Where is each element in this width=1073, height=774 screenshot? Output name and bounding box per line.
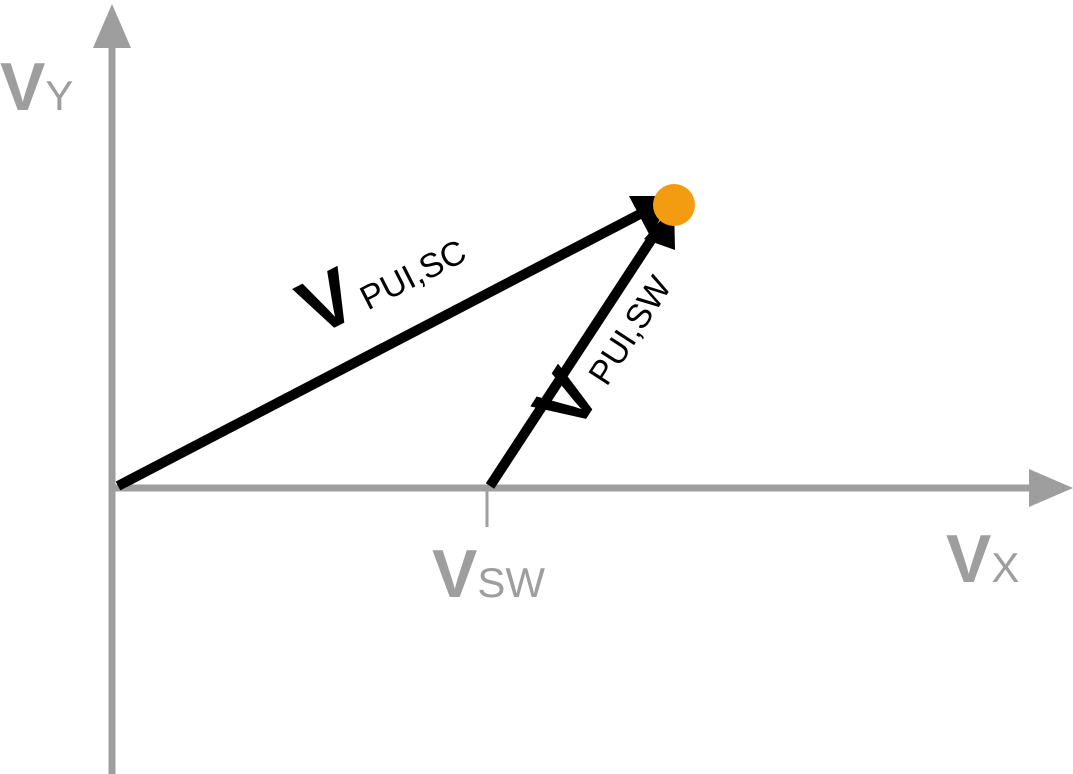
- vector-pui-sw-shaft: [485, 228, 662, 489]
- vector-pui-sc-label-main: V: [284, 250, 370, 352]
- x-axis-label: VX: [946, 521, 1019, 597]
- endpoint-dot: [653, 184, 695, 226]
- vector-pui-sc-label: VPUI,SC: [284, 196, 477, 352]
- x-axis-label-sub: X: [991, 544, 1019, 591]
- y-axis-label-sub: Y: [45, 72, 73, 119]
- x-axis-label-main: V: [946, 521, 991, 597]
- vsw-label-main: V: [432, 536, 477, 612]
- vsw-tick-label: VSW: [432, 536, 545, 612]
- y-axis-label-main: V: [0, 49, 45, 125]
- y-axis-arrowhead: [93, 4, 131, 48]
- vector-pui-sc-shaft: [115, 209, 643, 491]
- vsw-label-sub: SW: [477, 559, 545, 606]
- svg-text:VPUI,SC: VPUI,SC: [284, 196, 477, 352]
- y-axis-label: VY: [0, 49, 73, 125]
- x-axis-arrowhead: [1029, 469, 1073, 507]
